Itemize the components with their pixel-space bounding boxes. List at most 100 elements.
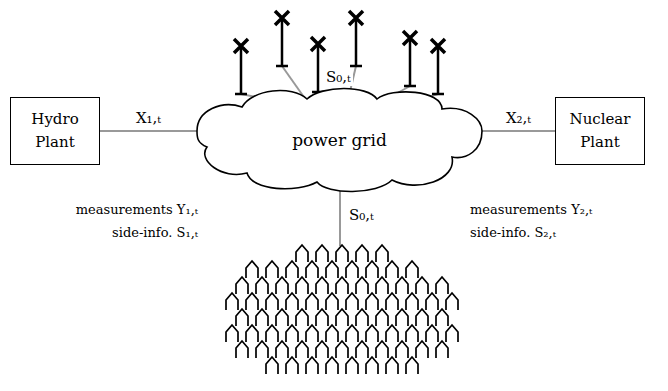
house-icon bbox=[306, 325, 318, 342]
house-icon bbox=[276, 309, 288, 326]
house-icon bbox=[346, 325, 358, 342]
house-icon bbox=[276, 277, 288, 294]
plant-box: Nuclear Plant bbox=[555, 97, 645, 165]
house-icon bbox=[266, 325, 278, 342]
house-icon bbox=[266, 261, 278, 278]
power-line bbox=[100, 130, 197, 132]
house-icon bbox=[426, 293, 438, 310]
house-icon bbox=[326, 325, 338, 342]
house-icon bbox=[436, 277, 448, 294]
house-icon bbox=[266, 357, 278, 374]
node-label: power grid bbox=[292, 127, 387, 153]
grid-cloud: power grid bbox=[197, 85, 482, 195]
measurement-note: measurements Y₁,ₜ bbox=[74, 202, 200, 218]
house-icon bbox=[236, 341, 248, 358]
house-icon bbox=[416, 277, 428, 294]
house-icon bbox=[246, 261, 258, 278]
house-icon bbox=[306, 357, 318, 374]
house-icon bbox=[356, 245, 368, 262]
side-info-note: side-info. S₁,ₜ bbox=[110, 225, 200, 241]
house-icon bbox=[386, 325, 398, 342]
measurement-note: measurements Y₂,ₜ bbox=[468, 202, 594, 218]
house-icon bbox=[356, 341, 368, 358]
house-icon bbox=[226, 293, 238, 310]
house-icon bbox=[286, 357, 298, 374]
house-icon bbox=[406, 261, 418, 278]
house-icon bbox=[276, 341, 288, 358]
house-icon bbox=[256, 309, 268, 326]
house-icon bbox=[426, 325, 438, 342]
house-icon bbox=[286, 261, 298, 278]
house-icon bbox=[316, 309, 328, 326]
house-icon bbox=[446, 325, 458, 342]
houses bbox=[226, 245, 458, 374]
side-info-note: side-info. S₂,ₜ bbox=[468, 225, 558, 241]
house-icon bbox=[396, 277, 408, 294]
flow-variable: X₂,ₜ bbox=[504, 109, 533, 127]
house-icon bbox=[286, 325, 298, 342]
house-icon bbox=[346, 261, 358, 278]
house-icon bbox=[346, 357, 358, 374]
house-icon bbox=[406, 357, 418, 374]
house-icon bbox=[436, 341, 448, 358]
house-icon bbox=[376, 309, 388, 326]
house-icon bbox=[436, 309, 448, 326]
house-icon bbox=[326, 357, 338, 374]
wind-turbine bbox=[275, 11, 289, 66]
consumer-feeder bbox=[339, 186, 341, 246]
node-label: Nuclear Plant bbox=[570, 108, 631, 155]
plant-box: Hydro Plant bbox=[10, 97, 100, 165]
house-icon bbox=[336, 341, 348, 358]
house-icon bbox=[336, 277, 348, 294]
power-line bbox=[482, 130, 555, 132]
house-icon bbox=[346, 293, 358, 310]
house-icon bbox=[366, 357, 378, 374]
house-icon bbox=[306, 261, 318, 278]
cloud-outline-path bbox=[197, 89, 482, 192]
house-icon bbox=[296, 245, 308, 262]
house-icon bbox=[326, 293, 338, 310]
house-icon bbox=[236, 277, 248, 294]
house-icon bbox=[256, 277, 268, 294]
house-icon bbox=[266, 293, 278, 310]
wind-turbine bbox=[311, 37, 325, 92]
house-icon bbox=[316, 277, 328, 294]
house-icon bbox=[326, 261, 338, 278]
wind-turbine bbox=[234, 39, 248, 94]
flow-variable: X₁,ₜ bbox=[134, 109, 163, 127]
flow-variable: S₀,ₜ bbox=[347, 206, 376, 224]
house-icon bbox=[296, 309, 308, 326]
house-icon bbox=[246, 325, 258, 342]
house-icon bbox=[416, 309, 428, 326]
house-icon bbox=[366, 293, 378, 310]
house-icon bbox=[366, 325, 378, 342]
house-icon bbox=[386, 261, 398, 278]
house-icon bbox=[446, 293, 458, 310]
house-icon bbox=[286, 293, 298, 310]
house-icon bbox=[366, 261, 378, 278]
house-icon bbox=[306, 293, 318, 310]
house-icon bbox=[376, 341, 388, 358]
wind-turbine bbox=[349, 11, 363, 66]
house-icon bbox=[406, 325, 418, 342]
house-icon bbox=[316, 341, 328, 358]
house-icon bbox=[386, 357, 398, 374]
wind-turbine bbox=[403, 31, 417, 86]
house-icon bbox=[226, 325, 238, 342]
house-icon bbox=[246, 293, 258, 310]
house-icon bbox=[256, 341, 268, 358]
house-icon bbox=[356, 309, 368, 326]
house-icon bbox=[296, 277, 308, 294]
house-icon bbox=[316, 245, 328, 262]
wind-turbines bbox=[234, 11, 445, 94]
node-label: Hydro Plant bbox=[31, 108, 78, 155]
house-icon bbox=[396, 309, 408, 326]
house-icon bbox=[406, 293, 418, 310]
house-icon bbox=[376, 245, 388, 262]
house-icon bbox=[416, 341, 428, 358]
flow-variable: S₀,ₜ bbox=[324, 68, 353, 86]
house-icon bbox=[336, 309, 348, 326]
